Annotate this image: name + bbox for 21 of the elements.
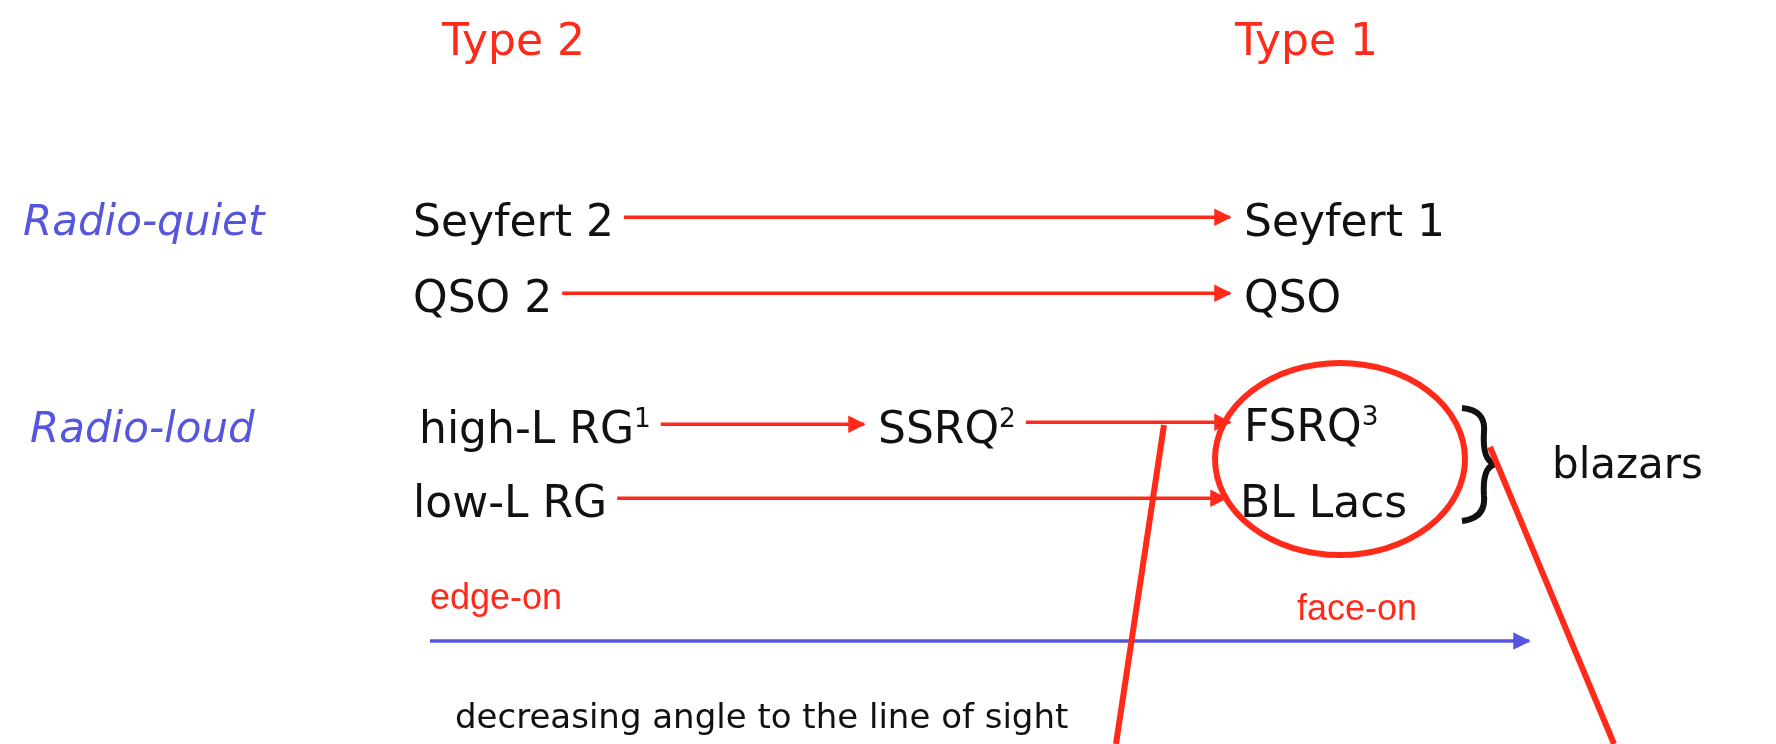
arrow: [562, 284, 1232, 302]
arrow: [623, 208, 1232, 226]
class-label: FSRQ$^{3}$: [1244, 401, 1379, 451]
row-label: Radio-loud: [30, 404, 255, 452]
axis-end-label: edge-on: [430, 577, 563, 617]
class-label: BL Lacs: [1240, 477, 1408, 527]
group-label: blazars: [1552, 440, 1703, 488]
class-label: SSRQ$^{2}$: [878, 403, 1016, 453]
axis-end-label: face-on: [1297, 588, 1418, 628]
class-label: Seyfert 1: [1244, 196, 1445, 246]
class-label: QSO: [1244, 272, 1342, 322]
class-label: Seyfert 2: [413, 196, 614, 246]
axis-caption: decreasing angle to the line of sight: [455, 698, 1069, 736]
class-label: low-L RG: [413, 477, 608, 527]
class-label: high-L RG$^{1}$: [419, 403, 651, 453]
column-heading: Type 2: [442, 15, 586, 65]
column-heading: Type 1: [1235, 15, 1379, 65]
row-label: Radio-quiet: [23, 197, 265, 245]
class-label: QSO 2: [413, 272, 553, 322]
arrow: [1025, 413, 1232, 431]
arrow: [660, 415, 866, 433]
